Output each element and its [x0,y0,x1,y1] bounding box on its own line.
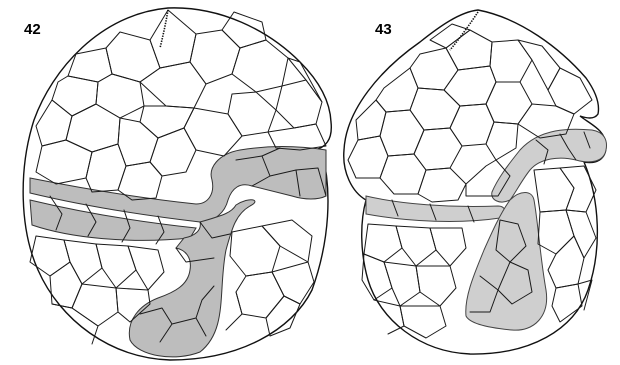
figure-label-42: 42 [24,21,41,38]
figure-label-43: 43 [375,21,392,38]
cell-drawing-43 [344,10,607,354]
cell-drawing-42 [23,8,331,360]
